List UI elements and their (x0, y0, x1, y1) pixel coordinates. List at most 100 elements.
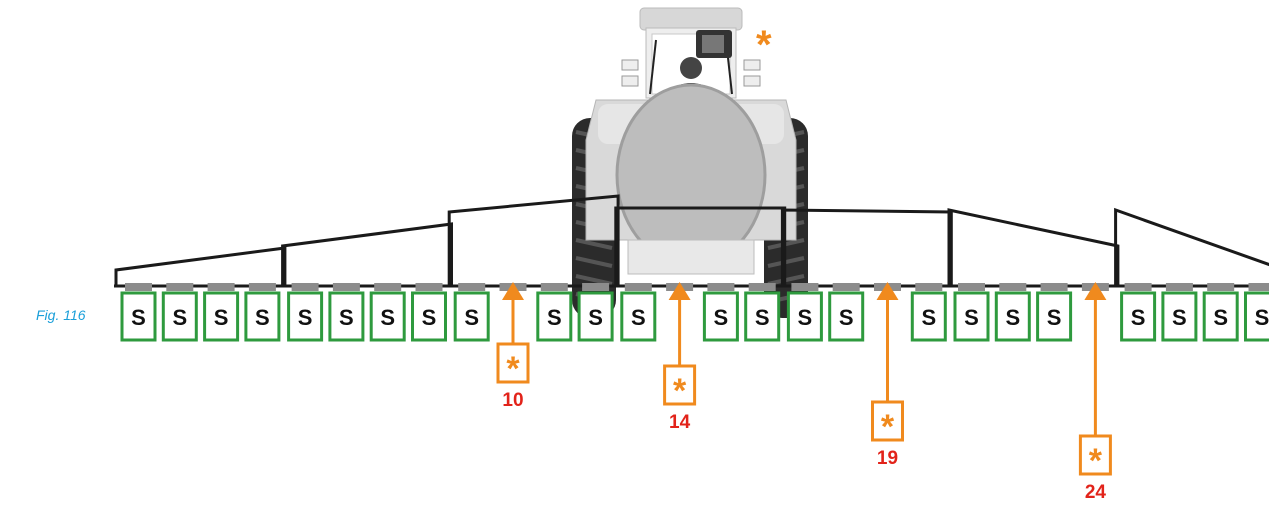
arrow-up-icon (668, 282, 691, 300)
nozzle (332, 283, 360, 291)
section-switch: S (244, 291, 281, 342)
markers-layer: *10*14*19*24 (496, 282, 1112, 503)
section-switch: S (369, 291, 406, 342)
nozzle (207, 283, 235, 291)
boom-frame (614, 206, 787, 286)
section-label: S (131, 305, 146, 330)
section-switch: S (536, 291, 573, 342)
nozzle (1248, 283, 1269, 291)
section-label: S (1005, 305, 1020, 330)
marker-24: *24 (1078, 282, 1112, 503)
nozzle (832, 283, 860, 291)
section-label: S (255, 305, 270, 330)
nozzle (582, 283, 610, 291)
marker-label: 14 (669, 412, 691, 433)
section-label: S (172, 305, 187, 330)
nozzle (1124, 283, 1152, 291)
section-label: S (298, 305, 313, 330)
section-switch: S (702, 291, 739, 342)
tractor-icon (572, 7, 808, 318)
section-label: S (214, 305, 229, 330)
nozzle (999, 283, 1027, 291)
section-switch: S (328, 291, 365, 342)
nozzle (166, 283, 194, 291)
section-label: S (1172, 305, 1187, 330)
section-label: S (1255, 305, 1269, 330)
marker-label: 10 (502, 390, 523, 411)
section-switch: S (120, 291, 157, 342)
arrow-up-icon (502, 282, 524, 300)
nozzle (458, 283, 486, 291)
section-switch: S (1202, 291, 1239, 342)
marker-label: 24 (1085, 482, 1107, 503)
section-switch: S (1161, 291, 1198, 342)
nozzle (958, 283, 985, 291)
section-label: S (714, 305, 729, 330)
boom-frame (447, 194, 620, 286)
boom-frame (1114, 207, 1269, 286)
boom-frame (114, 246, 287, 286)
section-switch: S (577, 291, 614, 342)
nozzle (915, 283, 943, 291)
marker-symbol: * (881, 408, 895, 446)
nozzle (1207, 283, 1235, 291)
nozzle (1040, 283, 1068, 291)
nozzle (374, 283, 402, 291)
marker-symbol: * (506, 350, 520, 388)
section-label: S (1213, 305, 1228, 330)
section-switch: S (161, 291, 198, 342)
sprayer-tank-icon (615, 83, 767, 275)
section-switch: S (828, 291, 865, 342)
marker-symbol: * (1089, 442, 1103, 480)
section-label: S (755, 305, 770, 330)
nozzle (125, 283, 152, 291)
marker-10: *10 (496, 282, 530, 411)
nozzle (791, 283, 819, 291)
marker-label: 19 (877, 448, 898, 469)
section-label: S (921, 305, 936, 330)
section-label: S (631, 305, 646, 330)
section-switch: S (953, 291, 990, 342)
boom-frame (947, 208, 1120, 286)
section-switch: S (411, 291, 447, 342)
marker-14: *14 (663, 282, 697, 433)
figure-caption: Fig. 116 (36, 307, 86, 323)
section-label: S (798, 305, 813, 330)
nozzle (748, 283, 776, 291)
nozzle (707, 283, 735, 291)
section-label: S (964, 305, 979, 330)
section-label: S (464, 305, 479, 330)
section-label: S (1047, 305, 1062, 330)
boom-frame (281, 222, 453, 286)
section-label: S (380, 305, 395, 330)
section-switch: S (620, 291, 657, 342)
section-label: S (422, 305, 437, 330)
section-switch: S (1036, 291, 1073, 342)
nozzle (1165, 283, 1193, 291)
section-label: S (1131, 305, 1146, 330)
nozzle (415, 283, 443, 291)
section-switch: S (203, 291, 240, 342)
nozzle (291, 283, 319, 291)
section-label: S (588, 305, 603, 330)
section-label: S (339, 305, 354, 330)
section-switch: S (786, 291, 823, 342)
boom-frames (114, 194, 1269, 286)
arrow-up-icon (876, 282, 899, 300)
terminal-icon (696, 30, 732, 58)
section-switch: S (1120, 291, 1157, 342)
section-switch: S (287, 291, 324, 342)
marker-19: *19 (871, 282, 904, 469)
nozzle (248, 283, 276, 291)
section-label: S (547, 305, 562, 330)
section-switch: S (1244, 291, 1269, 342)
cab-marker-symbol: * (756, 23, 772, 67)
section-switch: S (910, 291, 947, 342)
arrow-up-icon (1084, 282, 1107, 300)
marker-symbol: * (673, 372, 687, 410)
section-label: S (839, 305, 854, 330)
boom-frame (780, 208, 953, 286)
section-switch: S (994, 291, 1031, 342)
